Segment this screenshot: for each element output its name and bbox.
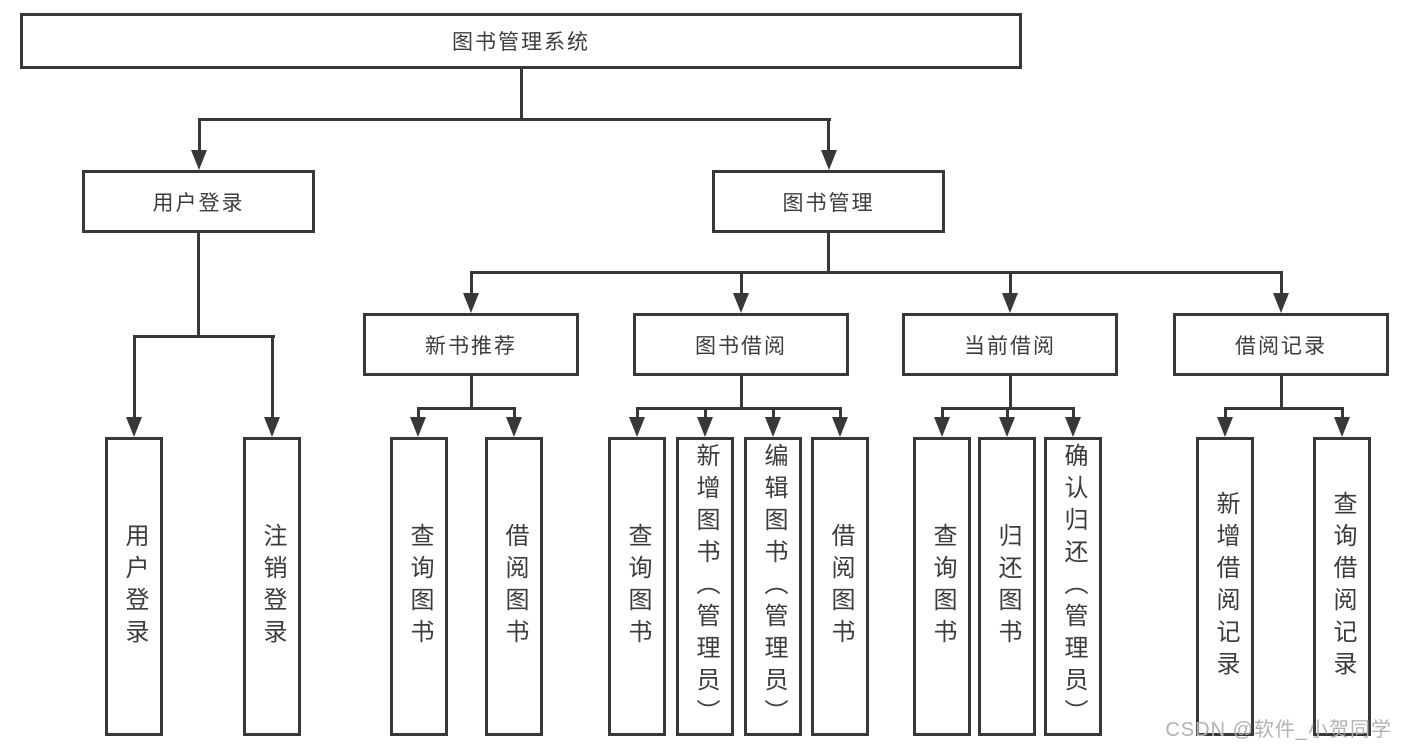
connector-segment [132, 335, 136, 417]
leaf-label: 确认归还（管理员） [1060, 442, 1087, 731]
leaf-label: 查询借阅记录 [1329, 490, 1356, 683]
leaf-borrow-books: 借阅图书 [811, 437, 869, 736]
connector-segment [635, 407, 639, 417]
arrow-down [1217, 417, 1233, 437]
connector-segment [940, 407, 944, 417]
connector-segment [197, 233, 200, 335]
leaf-label: 新增借阅记录 [1212, 490, 1239, 683]
connector-segment [771, 407, 775, 417]
arrow-down [765, 417, 781, 437]
connector-segment [703, 407, 707, 417]
node-current-borrowing: 当前借阅 [902, 313, 1118, 376]
arrow-down [1065, 417, 1081, 437]
connector-segment [1279, 271, 1283, 295]
arrow-down [1334, 417, 1350, 437]
node-label: 借阅记录 [1235, 334, 1327, 358]
leaf-label: 查询图书 [406, 522, 433, 651]
connector-segment [197, 118, 831, 121]
arrow-down [820, 150, 837, 170]
connector-segment [739, 376, 743, 407]
arrow-down [126, 417, 142, 437]
node-new-book-recommendation: 新书推荐 [363, 313, 579, 376]
arrow-down [697, 417, 713, 437]
leaf-label: 查询图书 [929, 522, 956, 651]
connector-segment [469, 376, 473, 407]
arrow-down [999, 417, 1015, 437]
leaf-add-borrow-record: 新增借阅记录 [1196, 437, 1254, 736]
arrow-down [264, 417, 280, 437]
connector-segment [1340, 407, 1344, 417]
connector-segment [1008, 376, 1012, 407]
leaf-logout: 注销登录 [243, 437, 301, 736]
arrow-down [832, 417, 848, 437]
leaf-query-books-recommend: 查询图书 [390, 437, 448, 736]
arrow-down [410, 417, 426, 437]
node-borrowing-records: 借阅记录 [1173, 313, 1389, 376]
leaf-query-books-current: 查询图书 [913, 437, 971, 736]
csdn-watermark: CSDN @软件_小贺同学 [1165, 719, 1392, 741]
connector-segment [1223, 407, 1344, 410]
node-label: 图书管理 [782, 191, 875, 215]
leaf-label: 编辑图书（管理员） [760, 442, 787, 731]
arrow-down [463, 293, 479, 313]
connector-segment [827, 233, 830, 271]
connector-segment [1223, 407, 1227, 417]
arrow-down [934, 417, 950, 437]
leaf-label: 用户登录 [121, 522, 148, 651]
node-library-management-system: 图书管理系统 [20, 13, 1022, 69]
leaf-label: 借阅图书 [827, 522, 854, 651]
node-label: 图书管理系统 [452, 31, 590, 54]
connector-segment [197, 118, 201, 152]
leaf-label: 注销登录 [259, 522, 286, 651]
node-book-management: 图书管理 [712, 170, 945, 233]
leaf-user-login: 用户登录 [105, 437, 163, 736]
connector-segment [416, 407, 516, 410]
connector-segment [469, 271, 473, 295]
connector-segment [512, 407, 516, 417]
leaf-query-books-borrow: 查询图书 [608, 437, 666, 736]
connector-segment [827, 118, 830, 152]
connector-segment [739, 271, 743, 295]
node-label: 图书借阅 [695, 334, 787, 358]
arrow-down [1273, 293, 1289, 313]
connector-segment [416, 407, 420, 417]
arrow-down [629, 417, 645, 437]
leaf-edit-books-admin: 编辑图书（管理员） [744, 437, 802, 736]
leaf-label: 借阅图书 [501, 522, 528, 651]
leaf-label: 新增图书（管理员） [692, 442, 719, 731]
node-label: 用户登录 [152, 191, 245, 215]
node-user-login: 用户登录 [82, 170, 315, 233]
leaf-borrow-books-recommend: 借阅图书 [485, 437, 543, 736]
connector-segment [469, 271, 1283, 274]
arrow-down [1002, 293, 1018, 313]
arrow-down [191, 150, 207, 170]
leaf-query-borrow-record: 查询借阅记录 [1313, 437, 1371, 736]
arrow-down [506, 417, 522, 437]
leaf-return-books: 归还图书 [978, 437, 1036, 736]
connector-segment [635, 407, 842, 410]
node-label: 当前借阅 [964, 334, 1056, 358]
connector-segment [519, 69, 523, 118]
connector-segment [270, 335, 274, 417]
node-book-borrowing: 图书借阅 [633, 313, 849, 376]
connector-segment [838, 407, 842, 417]
connector-segment [1279, 376, 1283, 407]
connector-segment [1071, 407, 1075, 417]
leaf-confirm-return-admin: 确认归还（管理员） [1044, 437, 1102, 736]
leaf-label: 归还图书 [994, 522, 1021, 651]
leaf-add-books-admin: 新增图书（管理员） [676, 437, 734, 736]
node-label: 新书推荐 [425, 334, 517, 358]
arrow-down [733, 293, 749, 313]
leaf-label: 查询图书 [624, 522, 651, 651]
connector-segment [1008, 271, 1012, 295]
connector-segment [1005, 407, 1009, 417]
connector-segment [132, 335, 275, 338]
